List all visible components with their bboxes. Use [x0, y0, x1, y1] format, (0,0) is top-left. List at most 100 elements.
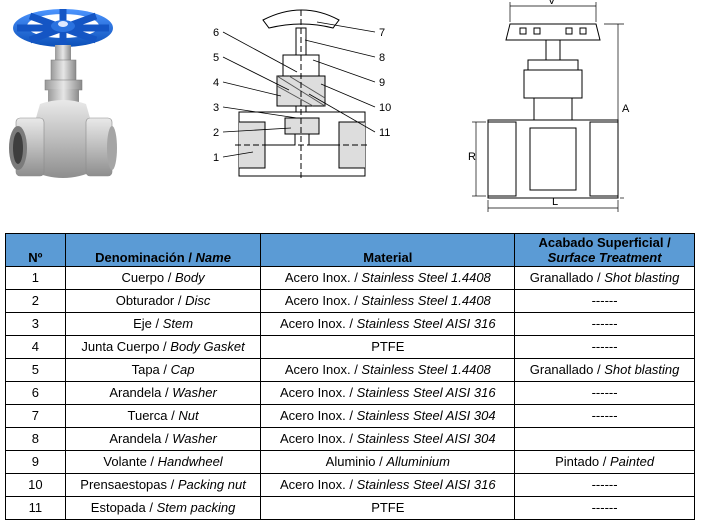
cell-name-en: Washer — [172, 385, 217, 400]
cell-name-en: Cap — [170, 362, 195, 377]
cell-name-es: Prensaestopas — [80, 477, 168, 492]
cell-finish: Pintado / Painted — [514, 450, 695, 474]
cell-name-en: Stem — [162, 316, 194, 331]
cell-material: Acero Inox. / Stainless Steel AISI 316 — [260, 312, 516, 336]
callout-5: 5 — [213, 52, 219, 64]
cell-material: Acero Inox. / Stainless Steel AISI 304 — [260, 427, 516, 451]
cell-material-en: Stainless Steel AISI 316 — [356, 477, 496, 492]
dim-label-r: R — [468, 151, 476, 163]
cell-material-en: Stainless Steel 1.4408 — [361, 293, 491, 308]
dimension-drawing: V A R L — [468, 0, 630, 212]
cell-finish: ------ — [514, 381, 695, 405]
dim-label-a: A — [622, 103, 630, 115]
cell-name-es: Eje — [133, 316, 152, 331]
cell-finish-es: Pintado — [555, 454, 600, 469]
cell-name: Tuerca / Nut — [64, 404, 262, 428]
cell-name-en: Packing nut — [177, 477, 246, 492]
cell-material-en: Stainless Steel 1.4408 — [361, 270, 491, 285]
cell-material: Aluminio / Alluminium — [260, 450, 516, 474]
callout-11: 11 — [379, 127, 390, 139]
cell-name-es: Cuerpo — [121, 270, 165, 285]
cell-finish: ------ — [514, 473, 695, 497]
cell-name-en: Washer — [172, 431, 217, 446]
cell-name-en: Disc — [185, 293, 211, 308]
header-finish: Acabado Superficial /Surface Treatment — [514, 233, 695, 267]
cell-material: Acero Inox. / Stainless Steel 1.4408 — [260, 358, 516, 382]
header-name-es: Denominación — [95, 250, 185, 265]
cell-material: Acero Inox. / Stainless Steel 1.4408 — [260, 266, 516, 290]
cell-finish — [514, 427, 695, 451]
cell-material-es: Acero Inox. — [280, 431, 346, 446]
dim-label-v: V — [548, 0, 556, 7]
callout-1: 1 — [213, 152, 219, 164]
cell-material-en: Alluminium — [386, 454, 450, 469]
cell-material-es: Aluminio — [325, 454, 376, 469]
cell-name: Prensaestopas / Packing nut — [64, 473, 262, 497]
cell-finish: ------ — [514, 289, 695, 313]
header-finish-es: Acabado Superficial / — [538, 235, 671, 250]
cell-finish: ------ — [514, 496, 695, 520]
callout-9: 9 — [379, 77, 385, 89]
cell-material-es: Acero Inox. — [284, 293, 351, 308]
cell-material-es: Acero Inox. — [280, 316, 346, 331]
cell-number: 2 — [5, 289, 66, 313]
cell-material: Acero Inox. / Stainless Steel 1.4408 — [260, 289, 516, 313]
cell-material-es: Acero Inox. — [280, 385, 346, 400]
cell-material-en: Stainless Steel 1.4408 — [361, 362, 491, 377]
cell-number: 4 — [5, 335, 66, 359]
cell-name: Tapa / Cap — [64, 358, 262, 382]
section-drawing: 6 5 4 3 2 1 7 8 9 10 11 — [213, 9, 391, 180]
cell-name-es: Estopada — [90, 500, 146, 515]
callout-2: 2 — [213, 127, 219, 139]
cell-number: 6 — [5, 381, 66, 405]
header-number: Nº — [5, 233, 66, 267]
cell-name-es: Junta Cuerpo — [81, 339, 160, 354]
table-header-row: Nº Denominación / Name Material Acabado … — [5, 233, 695, 267]
cell-name-en: Body — [174, 270, 205, 285]
cell-name-es: Tapa — [131, 362, 160, 377]
cell-finish-es: Granallado — [529, 270, 594, 285]
cell-number: 10 — [5, 473, 66, 497]
cell-name: Junta Cuerpo / Body Gasket — [64, 335, 262, 359]
cell-finish: ------ — [514, 335, 695, 359]
cell-finish: ------ — [514, 404, 695, 428]
header-name-en: Name — [195, 250, 231, 265]
handwheel — [13, 9, 113, 47]
callout-6: 6 — [213, 27, 219, 39]
cell-material: PTFE — [260, 335, 516, 359]
cell-number: 3 — [5, 312, 66, 336]
cell-name-en: Handwheel — [157, 454, 223, 469]
cell-material-es: Acero Inox. — [284, 270, 351, 285]
cell-material-es: Acero Inox. — [280, 477, 346, 492]
cell-material-en: Stainless Steel AISI 316 — [356, 385, 496, 400]
header-material: Material — [260, 233, 516, 267]
callout-7: 7 — [379, 27, 385, 39]
cell-name: Arandela / Washer — [64, 427, 262, 451]
cell-name-en: Nut — [178, 408, 199, 423]
cell-name-en: Stem packing — [156, 500, 236, 515]
cell-finish: Granallado / Shot blasting — [514, 358, 695, 382]
cell-finish-es: Granallado — [529, 362, 594, 377]
cell-material-en: Stainless Steel AISI 304 — [356, 431, 496, 446]
cell-name: Eje / Stem — [64, 312, 262, 336]
cell-name-es: Arandela — [109, 385, 162, 400]
cell-number: 7 — [5, 404, 66, 428]
cell-material-en: Stainless Steel AISI 316 — [356, 316, 496, 331]
cell-name: Estopada / Stem packing — [64, 496, 262, 520]
cell-number: 1 — [5, 266, 66, 290]
cell-name-es: Obturador — [115, 293, 175, 308]
cell-material: PTFE — [260, 496, 516, 520]
cell-material: Acero Inox. / Stainless Steel AISI 304 — [260, 404, 516, 428]
dim-label-l: L — [552, 196, 558, 208]
callout-10: 10 — [379, 102, 391, 114]
